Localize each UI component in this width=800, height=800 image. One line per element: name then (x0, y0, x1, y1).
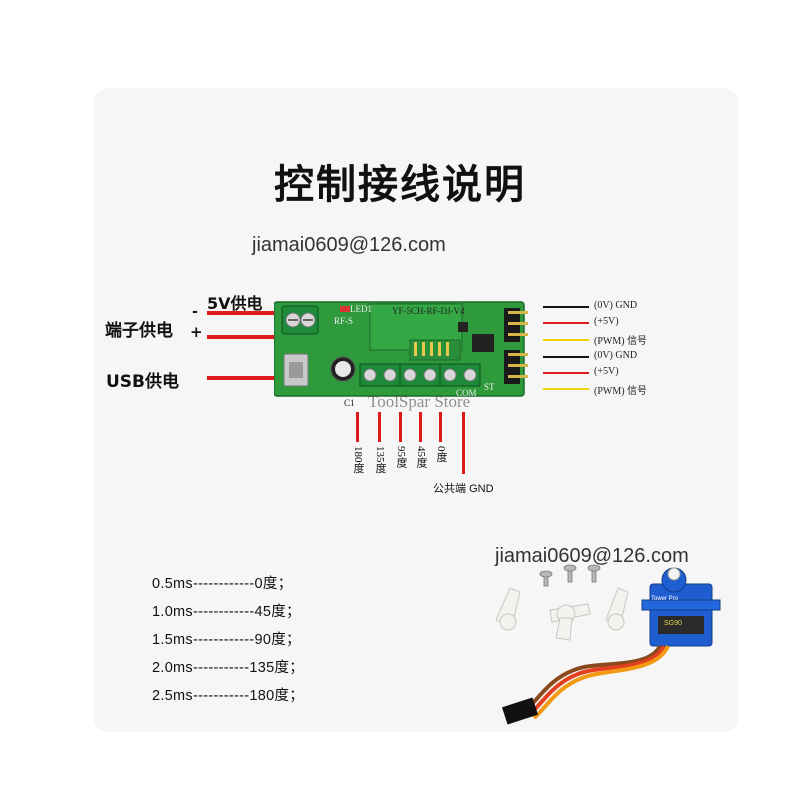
pin-label: (0V) GND (594, 350, 638, 361)
common-wire (462, 412, 465, 474)
common-label: 公共端 GND (433, 483, 494, 495)
plus-sign: + (190, 323, 203, 341)
board-led-label: LED1 (350, 304, 372, 314)
5v-power-label: 5V供电 (207, 294, 263, 313)
pulse-row: 2.5ms-----------180度； (152, 688, 305, 704)
board-rf-label: RF-S (334, 316, 354, 326)
terminal-power-label: 端子供电 (105, 321, 173, 341)
content-card (94, 88, 738, 732)
input-wire (378, 412, 381, 442)
board-com-label: COM (456, 388, 477, 398)
input-wire (356, 412, 359, 442)
input-label: 95度 (395, 446, 407, 468)
input-wire (399, 412, 402, 442)
terminal-wire (207, 335, 277, 339)
board-c1-label: C1 (344, 398, 355, 408)
pin-label: (PWM) 信号 (594, 336, 648, 347)
servo-brand: Tower Pro (651, 596, 679, 602)
watermark-email: jiamai0609@126.com (252, 234, 446, 256)
control-board (274, 301, 528, 397)
input-label: 135度 (374, 446, 386, 474)
pin-label: (PWM) 信号 (594, 386, 648, 397)
servo-model: SG90 (664, 620, 682, 627)
watermark-email-2: jiamai0609@126.com (495, 545, 689, 567)
page-title: 控制接线说明 (274, 162, 526, 208)
5v-wire (207, 311, 275, 315)
usb-power-label: USB供电 (106, 372, 180, 392)
pin-wire (543, 306, 589, 308)
input-label: 180度 (352, 446, 364, 474)
servo-motor-image (495, 564, 721, 725)
pin-wire (543, 322, 589, 324)
watermark-store: ToolSpar Store (368, 392, 471, 411)
minus-sign: - (192, 304, 198, 320)
usb-wire (207, 376, 275, 380)
input-wire (439, 412, 442, 442)
pulse-row: 1.0ms------------45度； (152, 604, 301, 620)
pin-wire (543, 339, 589, 341)
board-st-label: ST (484, 382, 495, 392)
input-label: 0度 (435, 446, 447, 463)
pin-wire (543, 356, 589, 358)
pin-label: (0V) GND (594, 300, 638, 311)
pulse-row: 0.5ms------------0度； (152, 576, 293, 592)
input-label: 45度 (415, 446, 427, 468)
pulse-row: 1.5ms------------90度； (152, 632, 301, 648)
pulse-row: 2.0ms-----------135度； (152, 660, 305, 676)
pin-wire (543, 372, 589, 374)
pin-label: (+5V) (594, 366, 619, 377)
pin-label: (+5V) (594, 316, 619, 327)
input-wire (419, 412, 422, 442)
board-model: YF-5CH-RF-DJ-V4 (392, 306, 465, 316)
pin-wire (543, 388, 589, 390)
